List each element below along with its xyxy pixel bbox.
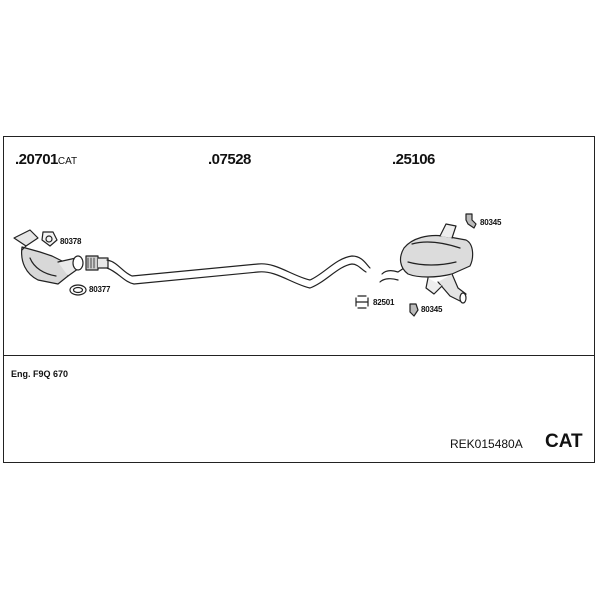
engine-spec: Eng. F9Q 670 bbox=[11, 369, 69, 379]
hardware-label-gasket-top: 80378 bbox=[60, 237, 82, 246]
hardware-label-hanger-bottom: 80345 bbox=[421, 305, 443, 314]
rear-silencer-drawing bbox=[379, 223, 474, 304]
front-pipe-drawing bbox=[13, 229, 109, 285]
part-label-middle-pipe: .07528 bbox=[208, 151, 251, 168]
diagram-frame bbox=[3, 136, 595, 463]
hanger-bottom-drawing bbox=[409, 303, 419, 317]
reference-number: REK015480A bbox=[450, 437, 523, 451]
part-suffix: CAT bbox=[57, 156, 78, 167]
gasket-bottom-drawing bbox=[69, 284, 87, 296]
divider-line bbox=[3, 355, 595, 356]
part-label-rear-silencer: .25106 bbox=[392, 151, 435, 168]
hardware-label-clamp: 82501 bbox=[373, 298, 395, 307]
clamp-drawing bbox=[355, 295, 369, 309]
hardware-label-hanger-top: 80345 bbox=[480, 218, 502, 227]
middle-pipe-drawing bbox=[106, 255, 371, 289]
hardware-label-gasket-bottom: 80377 bbox=[89, 285, 111, 294]
hanger-top-drawing bbox=[465, 213, 477, 229]
type-label: CAT bbox=[545, 431, 583, 452]
gasket-top-drawing bbox=[41, 231, 58, 247]
part-label-front-pipe: .20701CAT bbox=[15, 151, 78, 168]
